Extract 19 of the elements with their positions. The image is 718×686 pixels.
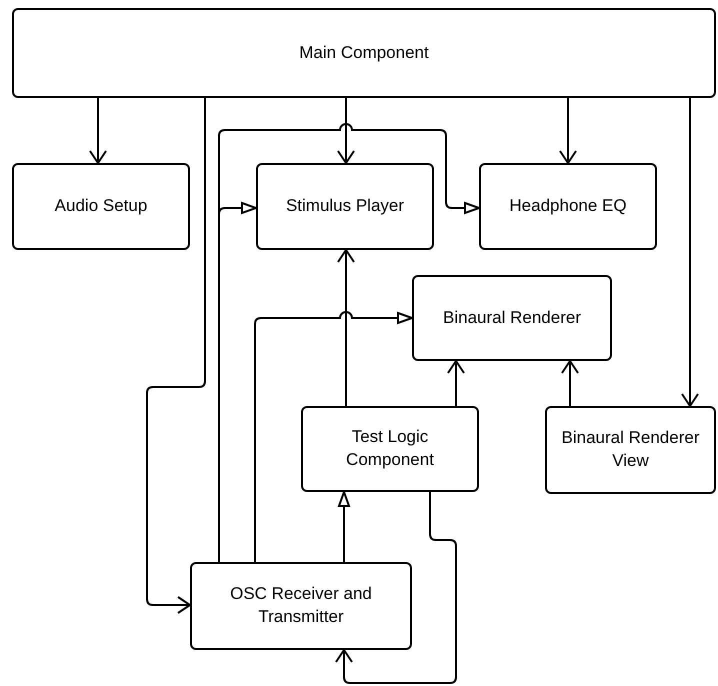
arrow xyxy=(559,98,577,164)
component-box: OSC Receiver and Transmitter xyxy=(190,562,412,650)
arrow xyxy=(337,249,355,406)
component-box: Main Component xyxy=(12,8,716,98)
arrow xyxy=(681,98,699,407)
component-box: Audio Setup xyxy=(12,163,190,250)
arrow xyxy=(335,492,457,684)
component-box: Headphone EQ xyxy=(479,163,657,250)
component-box: Stimulus Player xyxy=(256,163,434,250)
arrow xyxy=(338,491,350,562)
arrow xyxy=(89,98,107,164)
component-box: Test Logic Component xyxy=(301,406,479,492)
arrow xyxy=(447,360,465,406)
arrow xyxy=(146,98,206,614)
component-box: Binaural Renderer xyxy=(412,275,612,361)
component-box: Binaural Renderer View xyxy=(545,406,716,494)
arrow xyxy=(561,360,579,406)
arrow xyxy=(254,311,413,562)
arrow xyxy=(337,98,355,164)
